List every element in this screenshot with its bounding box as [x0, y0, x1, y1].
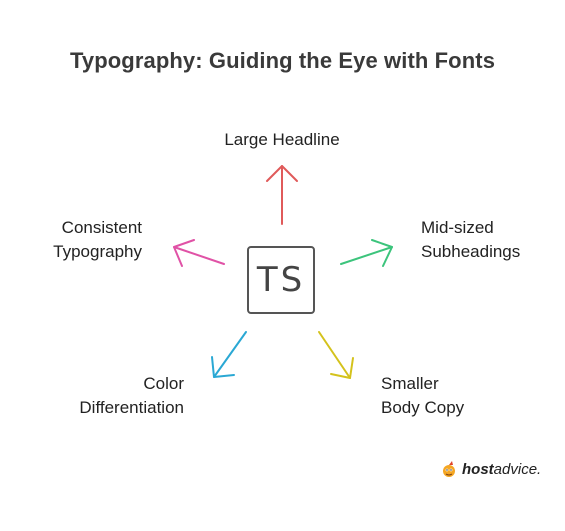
hostadvice-mascot-icon — [443, 461, 455, 477]
arrow-bottom-right — [318, 331, 354, 379]
label-line: Color — [143, 374, 184, 393]
brand-bold-text: host — [462, 460, 494, 478]
label-line: Subheadings — [421, 242, 521, 261]
arrow-right — [340, 239, 393, 267]
hostadvice-logo: hostadvice. — [440, 460, 541, 478]
label-line: Consistent — [61, 218, 142, 237]
label-large-headline: Large Headline — [182, 128, 382, 152]
label-color-differentiation: Color Differentiation — [0, 372, 184, 420]
label-mid-sized-subheadings: Mid-sized Subheadings — [421, 216, 520, 264]
brand-regular-text: advice. — [493, 460, 542, 478]
arrow-left — [173, 239, 225, 267]
typescript-ts-icon: TS — [256, 260, 306, 300]
page-title: Typography: Guiding the Eye with Fonts — [69, 48, 496, 73]
label-line: Smaller — [381, 374, 439, 393]
label-smaller-body-copy: Smaller Body Copy — [381, 372, 464, 420]
label-consistent-typography: Consistent Typography — [0, 216, 142, 264]
arrow-bottom-left — [211, 331, 247, 378]
center-ts-box: TS — [247, 246, 315, 314]
label-line: Differentiation — [79, 398, 184, 417]
arrow-top — [266, 165, 298, 225]
label-line: Large Headline — [224, 130, 340, 149]
label-line: Body Copy — [381, 398, 465, 417]
label-line: Mid-sized — [421, 218, 494, 237]
label-line: Typography — [53, 242, 142, 261]
